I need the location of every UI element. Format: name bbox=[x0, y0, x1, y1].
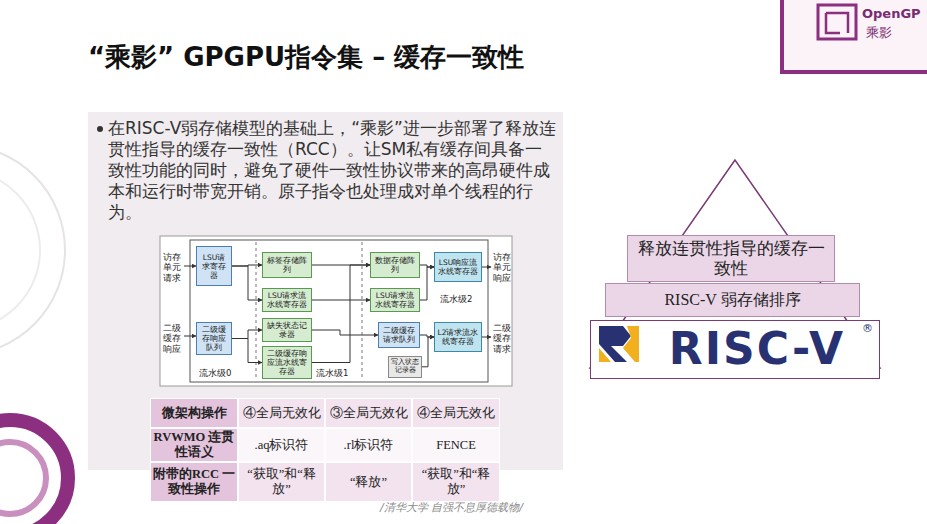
table-cell: “释放” bbox=[325, 462, 412, 502]
bullet-text: 在RISC-V弱存储模型的基础上，“乘影”进一步部署了释放连贯性指导的缓存一致性… bbox=[108, 118, 558, 223]
logo-text: OpenGP bbox=[862, 6, 924, 21]
io-arrow bbox=[184, 266, 196, 267]
table-cell: “获取”和“释放” bbox=[238, 462, 325, 502]
cell-text: “获取”和“释放” bbox=[240, 467, 323, 497]
data-path bbox=[232, 330, 262, 339]
node-text: LSU请求寄存器 bbox=[199, 253, 229, 280]
node-text: L2请求流水线寄存器 bbox=[437, 328, 479, 346]
stage-label: 流水级0 bbox=[199, 368, 249, 380]
table-cell: 微架构操作 bbox=[150, 398, 238, 428]
data-path bbox=[232, 266, 262, 300]
registered-mark: ® bbox=[862, 322, 876, 335]
table-cell: FENCE bbox=[412, 428, 500, 462]
logo-bar bbox=[780, 70, 927, 74]
cell-text: ④全局无效化 bbox=[243, 406, 321, 421]
cell-text: FENCE bbox=[436, 438, 476, 453]
node-text: LSU请求流水线寄存器 bbox=[373, 291, 417, 309]
footer-motto: /清华大学 自强不息厚德载物/ bbox=[380, 500, 580, 515]
node-text: 二级缓存请求队列 bbox=[381, 326, 417, 344]
io-label: 二级缓存请求 bbox=[493, 323, 512, 354]
riscv-mark bbox=[597, 324, 641, 364]
cell-text: “释放” bbox=[350, 475, 387, 490]
cell-text: .aq标识符 bbox=[255, 438, 309, 453]
table-cell: RVWMO 连贯性语义 bbox=[150, 428, 238, 462]
array-box: 数据存储阵列 bbox=[370, 252, 420, 278]
stage-divider bbox=[256, 242, 257, 380]
table-cell: ④全局无效化 bbox=[412, 398, 500, 428]
data-path bbox=[232, 339, 262, 363]
slide-title: “乘影” GPGPU指令集 – 缓存一致性 bbox=[88, 40, 688, 75]
cell-text: .rl标识符 bbox=[344, 438, 394, 453]
io-arrow bbox=[482, 337, 491, 338]
node-text: 缺失状态记录器 bbox=[265, 321, 309, 339]
data-path bbox=[420, 267, 434, 300]
table-cell: ③全局无效化 bbox=[325, 398, 412, 428]
bullet-dot bbox=[97, 126, 103, 132]
cell-text: ③全局无效化 bbox=[330, 406, 408, 421]
array-box: 标签存储阵列 bbox=[262, 252, 312, 278]
table-cell: 附带的RCC 一致性操作 bbox=[150, 462, 238, 502]
data-path bbox=[312, 330, 378, 335]
node-text: RISC-V bbox=[669, 323, 845, 376]
cell-text: RVWMO 连贯性语义 bbox=[152, 430, 236, 460]
pipeline-frame bbox=[190, 240, 488, 382]
io-label: 访存单元请求 bbox=[163, 252, 185, 283]
table-cell: .rl标识符 bbox=[325, 428, 412, 462]
recorder-box: 写入状态记录器 bbox=[388, 356, 422, 378]
register-box: LSU请求流水线寄存器 bbox=[262, 288, 312, 312]
pyramid-band: 释放连贯性指导的缓存一致性 bbox=[627, 235, 835, 282]
register-box: 二级缓存响应流水线寄存器 bbox=[262, 346, 312, 379]
node-text: 数据存储阵列 bbox=[373, 256, 417, 274]
node-text: RISC-V 弱存储排序 bbox=[664, 290, 800, 309]
deco-ring bbox=[0, 442, 46, 514]
text-panel bbox=[88, 112, 563, 470]
riscv-logo: RISC-V bbox=[590, 320, 880, 379]
data-path bbox=[422, 337, 434, 367]
node-text: 二级缓存响应队列 bbox=[199, 325, 229, 352]
data-path bbox=[312, 265, 370, 363]
logo-icon bbox=[826, 13, 848, 33]
io-label: 访存单元响应 bbox=[493, 252, 512, 283]
stage-divider bbox=[362, 242, 363, 380]
register-box: L2请求流水线寄存器 bbox=[434, 322, 482, 352]
node-text: 标签存储阵列 bbox=[265, 256, 309, 274]
logo-icon bbox=[818, 5, 856, 39]
logo-text: 乘影 bbox=[866, 24, 906, 42]
node-text: 二级缓存响应流水线寄存器 bbox=[265, 349, 309, 376]
buffer-box: 二级缓存响应队列 bbox=[196, 322, 232, 355]
io-arrow bbox=[184, 336, 196, 337]
table-cell: .aq标识符 bbox=[238, 428, 325, 462]
register-box: LSU响应流水线寄存器 bbox=[434, 252, 482, 282]
stage-label: 流水级1 bbox=[316, 368, 356, 380]
deco-ring bbox=[0, 420, 68, 524]
cell-text: 微架构操作 bbox=[162, 406, 227, 421]
io-arrow bbox=[482, 267, 491, 268]
register-box: 缺失状态记录器 bbox=[262, 318, 312, 342]
register-box: LSU请求流水线寄存器 bbox=[370, 288, 420, 312]
pyramid-band: RISC-V 弱存储排序 bbox=[605, 283, 860, 317]
node-text: 释放连贯性指导的缓存一致性 bbox=[630, 238, 832, 279]
logo-ground bbox=[782, 0, 927, 72]
table-cell: “获取”和“释放” bbox=[412, 462, 500, 502]
deco-ring bbox=[0, 170, 40, 330]
cell-text: ④全局无效化 bbox=[417, 406, 495, 421]
stage-label: 流水级2 bbox=[440, 294, 484, 306]
buffer-box: LSU请求寄存器 bbox=[196, 246, 232, 286]
logo-bar bbox=[780, 0, 784, 74]
cell-text: 附带的RCC 一致性操作 bbox=[152, 467, 236, 497]
buffer-box: 二级缓存请求队列 bbox=[378, 322, 420, 348]
io-label: 二级缓存响应 bbox=[163, 323, 185, 354]
node-text: LSU响应流水线寄存器 bbox=[437, 258, 479, 276]
node-text: LSU请求流水线寄存器 bbox=[265, 291, 309, 309]
data-path bbox=[312, 300, 370, 301]
cell-text: “获取”和“释放” bbox=[414, 467, 498, 497]
table-cell: ④全局无效化 bbox=[238, 398, 325, 428]
diagram-frame bbox=[160, 236, 512, 386]
node-text: 写入状态记录器 bbox=[391, 359, 419, 375]
deco-ring bbox=[0, 145, 65, 355]
